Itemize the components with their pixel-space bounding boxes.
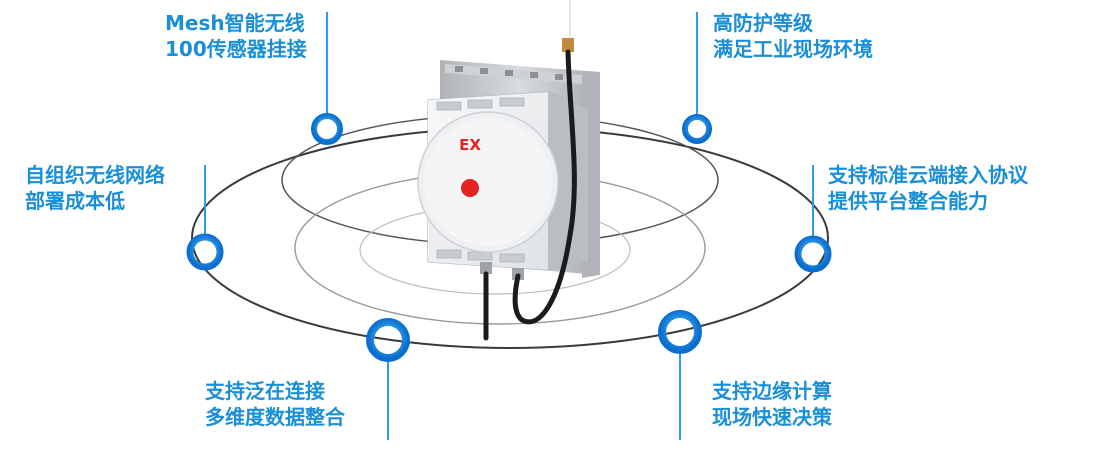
feature-mesh-wireless: Mesh智能无线 100传感器挂接	[165, 10, 307, 62]
feature-line-2: 现场快速决策	[712, 405, 832, 429]
explosion-proof-box: EX	[417, 91, 589, 280]
ring-marker-4	[794, 235, 832, 273]
feature-self-organizing: 自组织无线网络 部署成本低	[25, 162, 165, 214]
feature-line-2: 多维度数据整合	[205, 405, 345, 429]
ring-marker-3	[186, 233, 224, 271]
feature-line-1: 高防护等级	[713, 11, 813, 35]
feature-line-1: 支持标准云端接入协议	[828, 163, 1028, 187]
feature-line-1: Mesh智能无线	[165, 11, 305, 35]
feature-line-2: 满足工业现场环境	[713, 37, 873, 61]
ring-marker-1	[311, 113, 343, 145]
feature-line-1: 支持边缘计算	[712, 379, 832, 403]
ring-marker-5	[366, 318, 410, 362]
feature-cloud-protocol: 支持标准云端接入协议 提供平台整合能力	[828, 162, 1028, 214]
feature-line-1: 支持泛在连接	[205, 379, 325, 403]
ex-label: EX	[459, 136, 481, 154]
feature-ubiquitous-connection: 支持泛在连接 多维度数据整合	[205, 378, 345, 430]
feature-line-2: 提供平台整合能力	[828, 189, 988, 213]
feature-line-2: 部署成本低	[25, 189, 125, 213]
ring-marker-2	[682, 114, 712, 144]
ring-marker-6	[658, 310, 702, 354]
antenna-cable	[483, 0, 577, 341]
feature-line-1: 自组织无线网络	[25, 163, 165, 187]
ring-markers	[186, 113, 832, 362]
feature-line-2: 100传感器挂接	[165, 37, 307, 61]
status-indicator	[461, 179, 479, 197]
feature-edge-computing: 支持边缘计算 现场快速决策	[712, 378, 832, 430]
leader-lines	[204, 12, 814, 440]
feature-protection: 高防护等级 满足工业现场环境	[713, 10, 873, 62]
